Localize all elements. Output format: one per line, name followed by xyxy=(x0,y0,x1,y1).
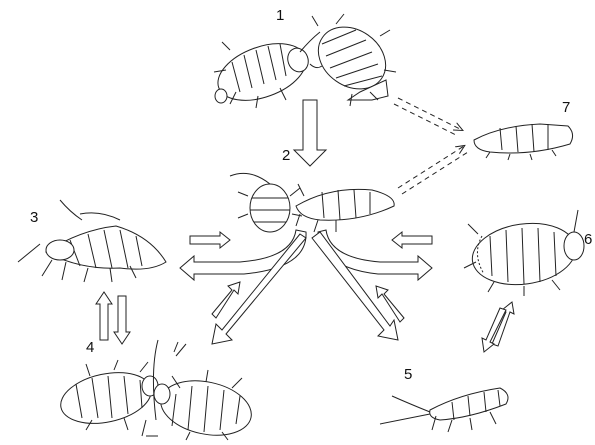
stage-label-3: 3 xyxy=(30,210,38,225)
stage-label-1: 1 xyxy=(276,8,284,23)
arrow-3-to-2 xyxy=(190,232,230,248)
arrow-1-to-7 xyxy=(398,98,462,130)
arrow-6-to-2 xyxy=(392,232,432,248)
stage-5-illustration xyxy=(380,388,508,432)
stage-3-illustration xyxy=(18,200,166,282)
stage-7-illustration xyxy=(474,124,573,160)
arrow-2-to-5 xyxy=(312,232,398,340)
arrow-4-to-3 xyxy=(96,292,112,340)
stage-label-2: 2 xyxy=(282,148,290,163)
arrow-1-to-7b xyxy=(394,104,458,136)
stage-1-pair-illustration xyxy=(210,14,397,111)
arrow-2-to-4 xyxy=(212,234,306,344)
arrow-1-to-2 xyxy=(294,100,326,166)
stage-label-7: 7 xyxy=(562,100,570,115)
stage-label-6: 6 xyxy=(584,232,592,247)
stage-label-4: 4 xyxy=(86,340,94,355)
arrow-2-to-7b xyxy=(402,152,468,194)
arrow-2-to-7 xyxy=(398,146,464,188)
stage-label-5: 5 xyxy=(404,367,412,382)
arrow-3-to-4 xyxy=(114,296,130,344)
stage-2-illustration xyxy=(230,173,394,232)
stage-6-illustration xyxy=(464,210,584,296)
transition-arrows xyxy=(96,98,514,352)
